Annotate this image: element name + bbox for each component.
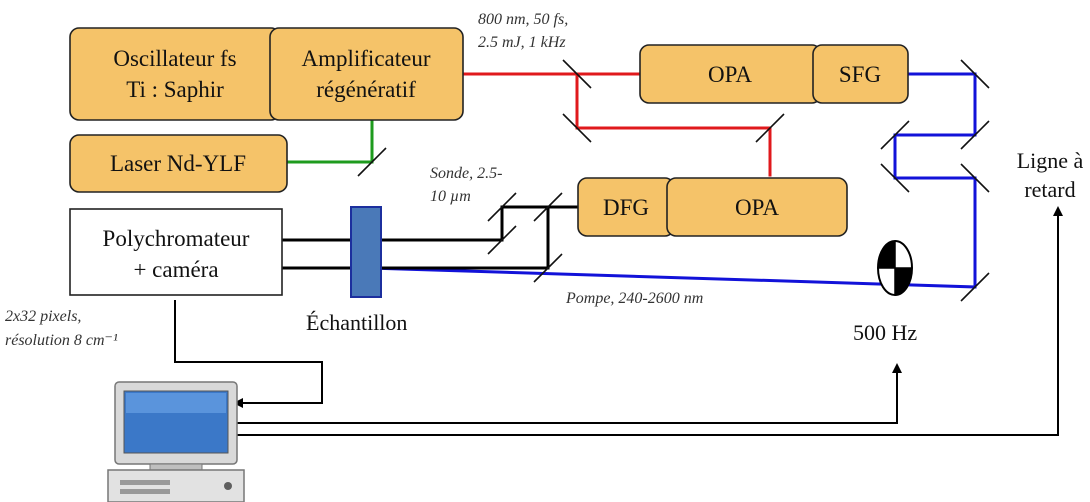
mirror bbox=[533, 253, 563, 283]
dfg-box: DFG bbox=[577, 177, 675, 237]
mirror bbox=[562, 59, 592, 89]
sample-cell bbox=[350, 206, 382, 298]
black-beam bbox=[280, 205, 580, 270]
mirror bbox=[487, 225, 517, 255]
amplifier-box: Amplificateur régénératif bbox=[269, 27, 464, 121]
laser-label: Laser Nd-YLF bbox=[110, 151, 246, 176]
computer-to-delay-line-wire bbox=[235, 206, 1063, 436]
control-wires bbox=[174, 206, 1063, 436]
mirrors bbox=[357, 59, 990, 302]
mirror bbox=[960, 272, 990, 302]
chopper-wheel-icon bbox=[877, 240, 913, 296]
mirror bbox=[880, 163, 910, 193]
pump-note: Pompe, 240-2600 nm bbox=[565, 290, 703, 307]
probe-note-line2: 10 µm bbox=[430, 188, 471, 205]
sample-label: Échantillon bbox=[306, 310, 407, 335]
delay-line-label-line2: retard bbox=[1024, 177, 1075, 202]
detector-note-line2: résolution 8 cm⁻¹ bbox=[5, 332, 118, 349]
beam-spec-line2: 2.5 mJ, 1 kHz bbox=[478, 34, 566, 51]
polychromator-label-line1: Polychromateur bbox=[103, 226, 250, 251]
desktop-computer-icon bbox=[107, 381, 245, 502]
opa-bottom-label: OPA bbox=[735, 195, 779, 220]
mirror bbox=[357, 147, 387, 177]
mirror bbox=[960, 120, 990, 150]
polychromator-box: Polychromateur + caméra bbox=[69, 208, 283, 296]
beam-spec-line1: 800 nm, 50 fs, bbox=[478, 11, 568, 28]
green-beam bbox=[285, 118, 374, 164]
mirror bbox=[533, 192, 563, 222]
chopper-label: 500 Hz bbox=[853, 320, 917, 345]
opa-bottom-box: OPA bbox=[666, 177, 848, 237]
oscillator-box: Oscillateur fs Ti : Saphir bbox=[69, 27, 281, 121]
mirror bbox=[755, 113, 785, 143]
mirror bbox=[960, 59, 990, 89]
laser-box: Laser Nd-YLF bbox=[69, 134, 288, 193]
delay-line-label-line1: Ligne à bbox=[1017, 148, 1084, 173]
detector-note-line1: 2x32 pixels, bbox=[5, 308, 81, 325]
probe-note-line1: Sonde, 2.5- bbox=[430, 165, 502, 182]
mirror bbox=[562, 113, 592, 143]
blue-beam bbox=[368, 72, 977, 289]
detector-to-computer-wire bbox=[174, 300, 323, 408]
oscillator-label-line1: Oscillateur fs bbox=[113, 46, 236, 71]
amplifier-label-line2: régénératif bbox=[316, 77, 416, 102]
polychromator-label-line2: + caméra bbox=[133, 257, 218, 282]
oscillator-label-line2: Ti : Saphir bbox=[126, 77, 224, 102]
sfg-label: SFG bbox=[839, 62, 881, 87]
sfg-box: SFG bbox=[812, 44, 909, 104]
amplifier-label-line1: Amplificateur bbox=[301, 46, 430, 71]
opa-top-box: OPA bbox=[639, 44, 822, 104]
red-beam bbox=[461, 72, 772, 177]
opa-top-label: OPA bbox=[708, 62, 752, 87]
mirror bbox=[880, 120, 910, 150]
computer-to-chopper-wire bbox=[235, 363, 902, 424]
mirror bbox=[960, 163, 990, 193]
mirror bbox=[487, 192, 517, 222]
dfg-label: DFG bbox=[603, 195, 649, 220]
